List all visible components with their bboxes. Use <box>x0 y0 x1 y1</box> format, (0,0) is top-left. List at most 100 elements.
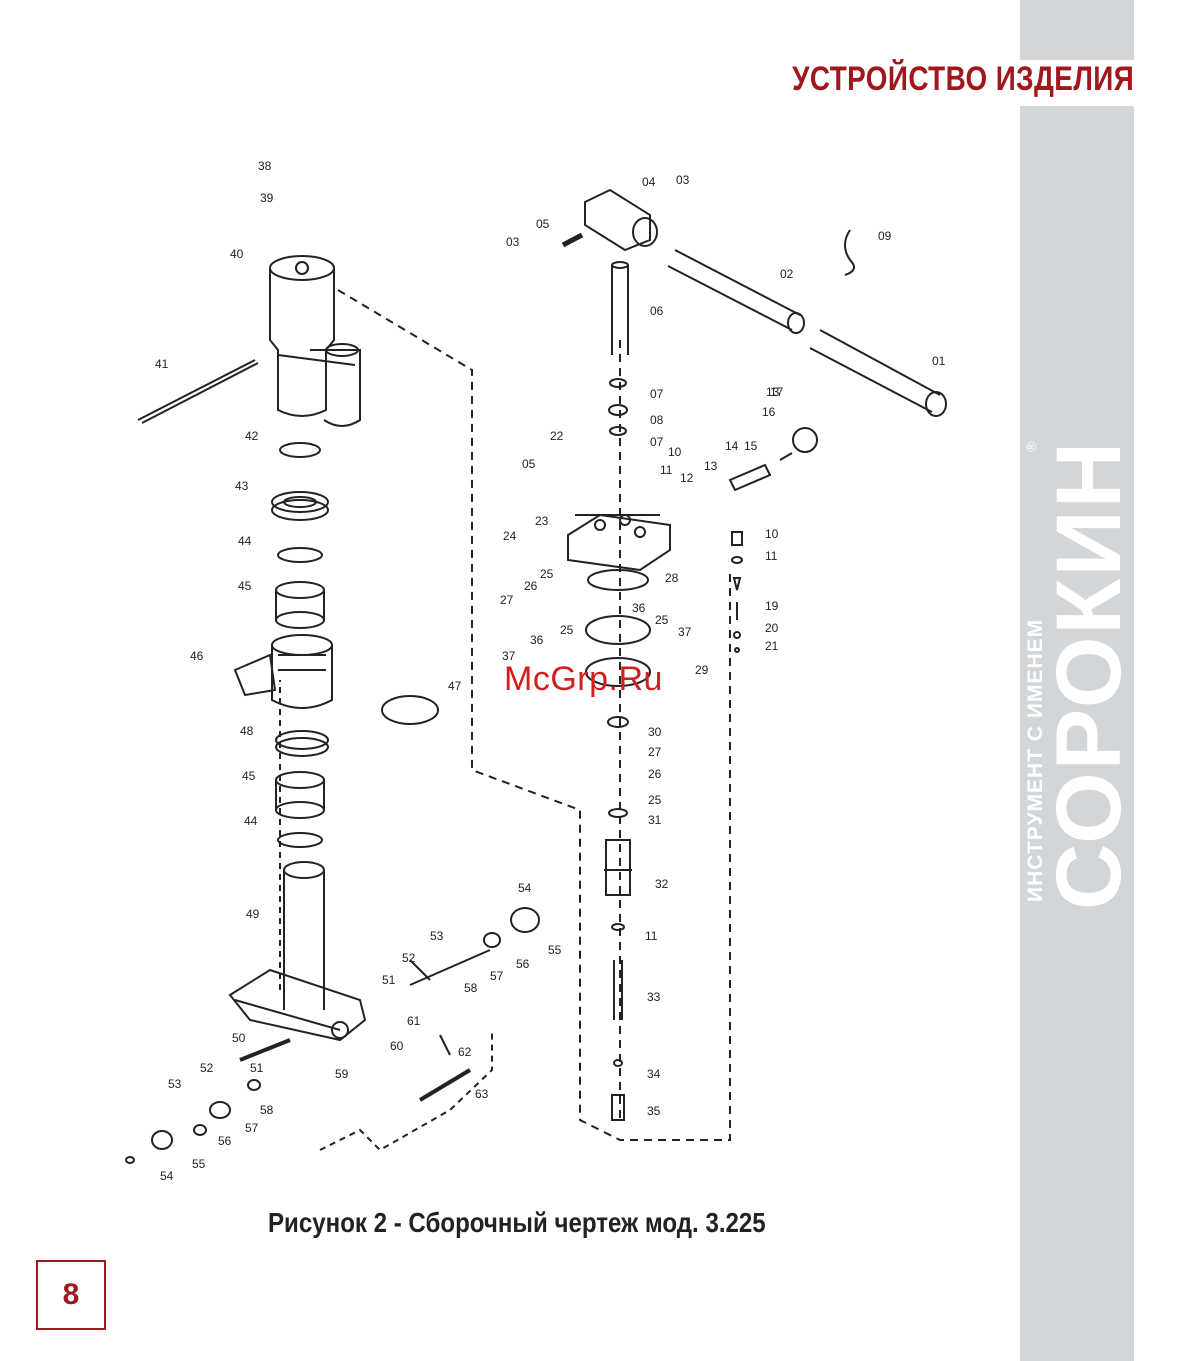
part-label: 53 <box>430 929 444 943</box>
ring-42 <box>279 442 321 458</box>
base-plate <box>228 968 367 1042</box>
dashed-base-line <box>319 1030 493 1152</box>
ring-44-top <box>277 547 323 563</box>
part-label: 13 <box>766 385 780 399</box>
valve-32 <box>604 839 632 896</box>
part-label: 19 <box>765 599 779 613</box>
part-label: 04 <box>642 175 656 189</box>
part-label: 54 <box>160 1169 174 1183</box>
ring-44-bottom <box>277 832 323 848</box>
part-label: 22 <box>550 429 564 443</box>
figure-caption: Рисунок 2 - Сборочный чертеж мод. 3.225 <box>268 1207 766 1238</box>
part-label: 38 <box>258 159 272 173</box>
part-label: 11 <box>660 463 673 477</box>
bushing-45-top <box>275 581 325 629</box>
ring-48 <box>275 730 329 757</box>
part-label: 27 <box>500 593 514 607</box>
sidebar-title-gap <box>1020 60 1134 106</box>
part-label: 28 <box>665 571 679 585</box>
right-sidebar-band <box>1020 0 1134 1361</box>
part-label: 57 <box>245 1121 259 1135</box>
part-label: 25 <box>655 613 669 627</box>
part-label: 53 <box>168 1077 182 1091</box>
ring-31 <box>608 808 628 818</box>
part-label: 52 <box>200 1061 214 1075</box>
ring-07-top <box>609 378 627 388</box>
part-label: 25 <box>540 567 554 581</box>
pump-block <box>567 513 671 591</box>
part-label: 12 <box>680 471 694 485</box>
part-label: 58 <box>260 1103 274 1117</box>
part-label: 59 <box>335 1067 349 1081</box>
clip-09 <box>844 229 855 276</box>
base-pins <box>409 907 540 1102</box>
part-label: 03 <box>676 173 690 187</box>
part-label: 57 <box>490 969 504 983</box>
rod-41 <box>137 359 256 421</box>
part-label: 32 <box>655 877 669 891</box>
part-label: 42 <box>245 429 259 443</box>
part-label: 16 <box>762 405 776 419</box>
part-label: 08 <box>650 413 664 427</box>
brand-name: СОРОКИН <box>1038 440 1134 910</box>
part-label: 30 <box>648 725 662 739</box>
part-label: 01 <box>932 354 946 368</box>
ball-34 <box>613 1059 623 1067</box>
part-label: 24 <box>503 529 517 543</box>
part-label: 11 <box>645 929 658 943</box>
reservoir-body <box>269 255 361 427</box>
rod-41-edge <box>141 362 259 424</box>
plunger-06 <box>611 261 629 355</box>
assembly-drawing-svg: 38 39 40 41 42 43 44 45 46 47 48 45 44 4… <box>125 159 947 1183</box>
part-label: 51 <box>250 1061 264 1075</box>
part-label: 50 <box>232 1031 246 1045</box>
part-label: 47 <box>448 679 462 693</box>
part-label: 11 <box>765 549 778 563</box>
part-label: 31 <box>648 813 662 827</box>
oring-47 <box>381 695 439 725</box>
part-label: 46 <box>190 649 204 663</box>
handle-02 <box>667 249 805 334</box>
part-label: 10 <box>668 445 682 459</box>
watermark: McGrp.Ru <box>504 660 663 698</box>
part-label: 29 <box>695 663 709 677</box>
part-label: 56 <box>516 957 530 971</box>
part-label: 44 <box>238 534 252 548</box>
part-label: 25 <box>560 623 574 637</box>
part-label: 62 <box>458 1045 472 1059</box>
part-label: 14 <box>725 439 739 453</box>
part-label: 27 <box>648 745 662 759</box>
handle-01 <box>809 329 947 417</box>
ring-11 <box>611 923 625 931</box>
part-label: 45 <box>242 769 256 783</box>
part-label: 49 <box>246 907 260 921</box>
plug-35 <box>611 1094 625 1121</box>
part-label: 54 <box>518 881 532 895</box>
part-label: 36 <box>632 601 646 615</box>
part-label: 06 <box>650 304 664 318</box>
part-label: 61 <box>407 1014 421 1028</box>
part-label: 52 <box>402 951 416 965</box>
part-label: 55 <box>548 943 562 957</box>
part-label: 37 <box>502 649 516 663</box>
part-label: 40 <box>230 247 244 261</box>
parts-10-21 <box>731 531 743 653</box>
part-label: 05 <box>522 457 536 471</box>
release-valve <box>728 427 818 492</box>
part-label: 39 <box>260 191 274 205</box>
part-label: 51 <box>382 973 396 987</box>
section-title: УСТРОЙСТВО ИЗДЕЛИЯ <box>791 60 1134 98</box>
socket-04 <box>584 188 658 252</box>
part-label: 36 <box>530 633 544 647</box>
ram-49 <box>283 861 325 1010</box>
screw-33 <box>613 960 623 1020</box>
oring-29-b <box>585 657 651 687</box>
bottom-left-stack <box>125 1038 291 1164</box>
part-label: 21 <box>765 639 779 653</box>
dashed-assembly-line-main <box>337 289 731 1141</box>
part-label: 05 <box>536 217 550 231</box>
part-label: 07 <box>650 387 664 401</box>
part-label: 37 <box>678 625 692 639</box>
page-number-box: 8 <box>36 1260 106 1330</box>
part-label: 15 <box>744 439 758 453</box>
